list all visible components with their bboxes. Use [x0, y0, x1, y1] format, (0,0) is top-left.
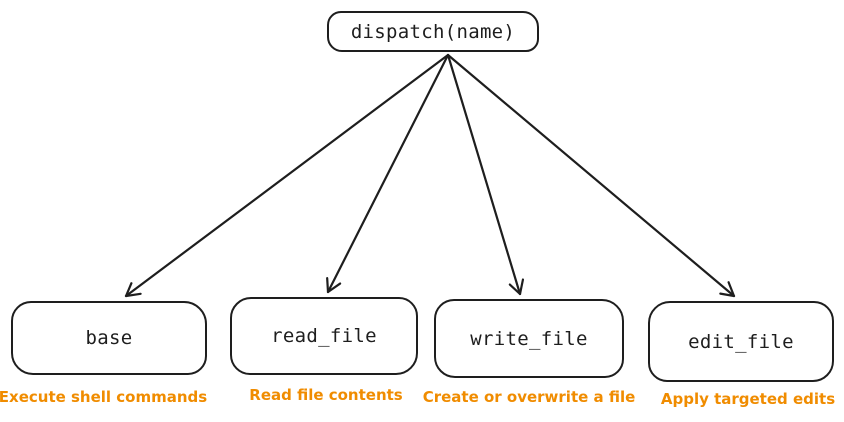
caption-edit-file: Apply targeted edits [660, 390, 836, 408]
arrow-dispatch-to-write-file [446, 53, 525, 296]
arrow-dispatch-to-edit-file [446, 53, 736, 298]
caption-base: Execute shell commands [0, 388, 208, 406]
node-base-label: base [85, 327, 133, 349]
node-base: base [11, 301, 207, 375]
node-write-file: write_file [434, 299, 624, 378]
node-read-file-label: read_file [271, 325, 377, 347]
node-dispatch: dispatch(name) [327, 11, 539, 52]
node-read-file: read_file [230, 297, 418, 375]
node-dispatch-label: dispatch(name) [350, 20, 516, 43]
node-write-file-label: write_file [470, 327, 588, 350]
arrow-dispatch-to-base [124, 53, 450, 298]
caption-write-file: Create or overwrite a file [422, 388, 636, 406]
node-edit-file-label: edit_file [688, 330, 794, 353]
node-edit-file: edit_file [648, 301, 834, 382]
caption-read-file: Read file contents [249, 386, 403, 404]
arrow-dispatch-to-read-file [326, 53, 450, 294]
